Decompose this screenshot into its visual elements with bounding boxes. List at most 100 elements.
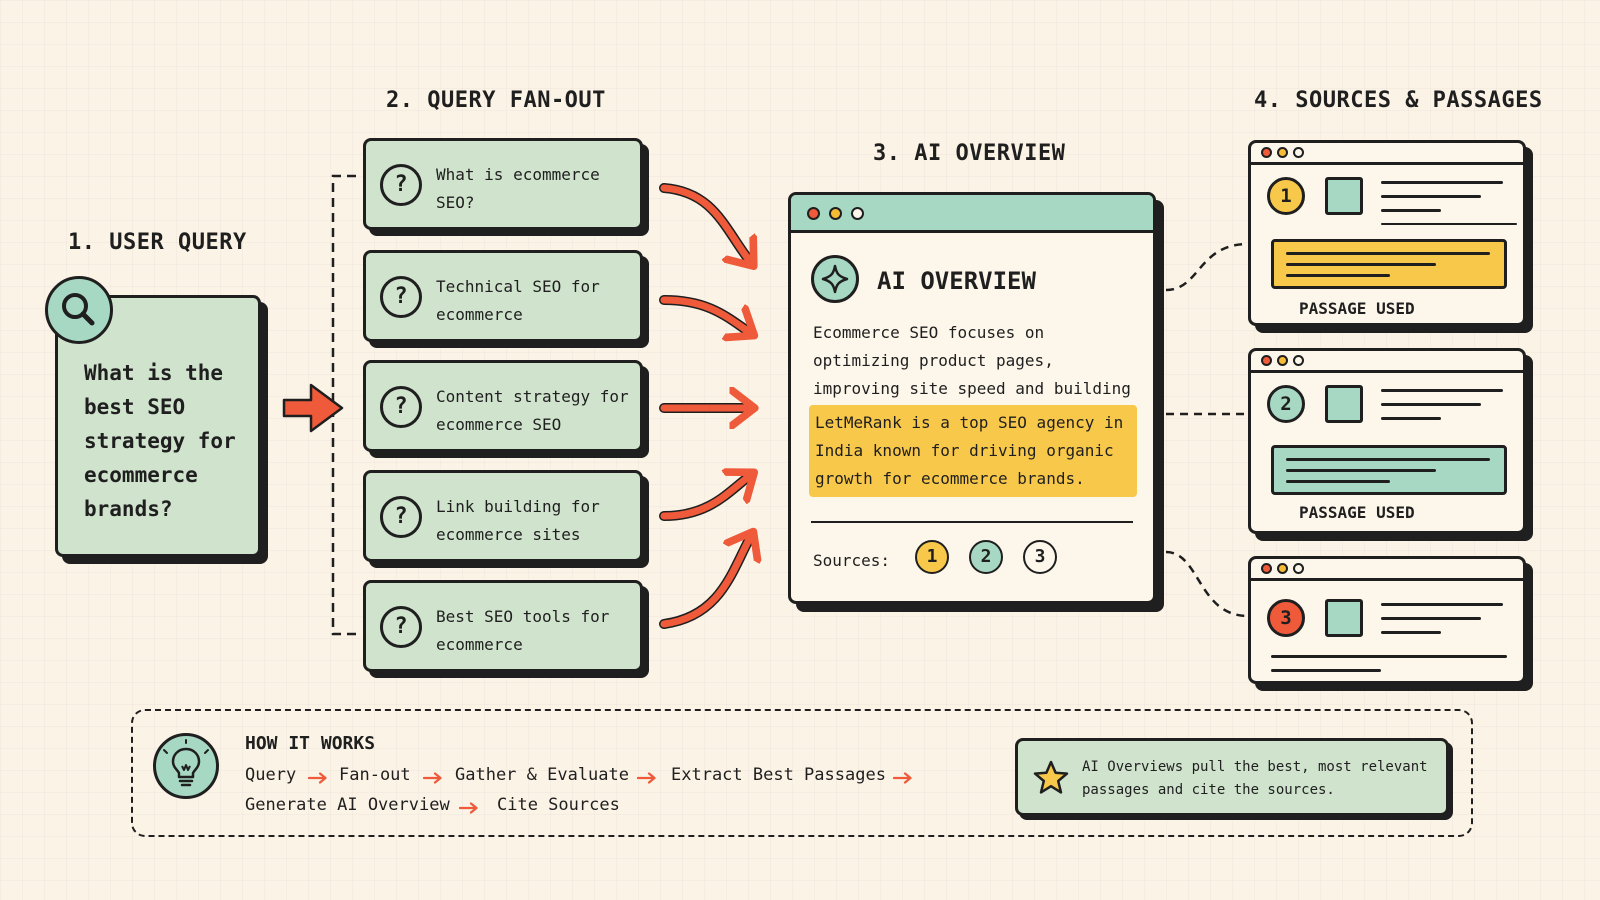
sources-label: Sources:	[813, 551, 891, 570]
question-icon: ?	[380, 386, 422, 428]
source-connector-1	[1165, 242, 1249, 292]
source-citation-1[interactable]: 1	[915, 540, 949, 574]
fanout-arrow-5	[660, 534, 752, 628]
thumbnail-image	[1325, 177, 1363, 215]
text-line	[1381, 195, 1481, 198]
window-titlebar	[1251, 143, 1523, 165]
ai-overview-heading: AI OVERVIEW	[877, 267, 1036, 295]
fan-out-query-2: ? Technical SEO for ecommerce	[363, 250, 643, 342]
window-titlebar	[1251, 559, 1523, 581]
fanout-arrow-1	[660, 184, 752, 264]
text-line	[1286, 480, 1390, 483]
text-line	[1381, 223, 1517, 225]
how-step: Generate AI Overview	[245, 795, 450, 815]
star-icon	[1032, 759, 1070, 801]
text-line	[1381, 417, 1441, 420]
arrow-icon	[423, 772, 442, 784]
source-window-2: 2 PASSAGE USED	[1248, 348, 1526, 534]
window-dot-red	[1261, 563, 1272, 574]
source-citation-3[interactable]: 3	[1023, 540, 1057, 574]
window-dot-red	[1261, 355, 1272, 366]
note-text: AI Overviews pull the best, most relevan…	[1082, 759, 1428, 798]
window-dot-red	[1261, 147, 1272, 158]
how-step: Query	[245, 765, 297, 785]
ai-overview-highlight: LetMeRank is a top SEO agency in India k…	[809, 405, 1137, 497]
source-number: 2	[1267, 385, 1305, 423]
source-citation-2[interactable]: 2	[969, 540, 1003, 574]
window-dot-yellow	[1277, 563, 1288, 574]
how-step: Cite Sources	[497, 795, 620, 815]
section-title-sources: 4. SOURCES & PASSAGES	[1254, 88, 1543, 113]
fan-out-query-1: ? What is ecommerce SEO?	[363, 138, 643, 230]
text-line	[1286, 274, 1390, 277]
source-number: 3	[1267, 599, 1305, 637]
fan-out-query-label: Best SEO tools for ecommerce	[436, 607, 610, 654]
window-titlebar	[791, 195, 1153, 233]
source-window-3: 3	[1248, 556, 1526, 684]
section-title-user-query: 1. USER QUERY	[68, 230, 247, 255]
fanout-arrow-2	[660, 296, 752, 334]
how-it-works-title: HOW IT WORKS	[245, 733, 376, 754]
window-dot-red	[807, 207, 820, 220]
main-arrow	[282, 383, 344, 433]
source-connector-3	[1165, 550, 1249, 618]
passage-used-label: PASSAGE USED	[1299, 503, 1415, 522]
text-line	[1381, 403, 1481, 406]
fan-out-query-label: What is ecommerce SEO?	[436, 165, 600, 212]
how-it-works-panel: HOW IT WORKS Query Fan-out Gather & Eval…	[131, 709, 1473, 837]
question-icon: ?	[380, 606, 422, 648]
window-dot-green	[851, 207, 864, 220]
text-line	[1381, 617, 1481, 620]
window-dot-yellow	[1277, 355, 1288, 366]
section-title-ai-overview: 3. AI OVERVIEW	[873, 141, 1066, 166]
question-icon: ?	[380, 164, 422, 206]
search-icon	[45, 276, 113, 344]
text-line	[1286, 469, 1436, 472]
how-step: Gather & Evaluate	[455, 765, 629, 785]
text-line	[1381, 603, 1503, 606]
ai-overview-window: AI OVERVIEW Ecommerce SEO focuses on opt…	[788, 192, 1156, 604]
text-line	[1381, 389, 1503, 392]
arrow-icon	[893, 772, 912, 784]
arrow-icon	[637, 772, 656, 784]
passage-used-label: PASSAGE USED	[1299, 299, 1415, 318]
window-titlebar	[1251, 351, 1523, 373]
lightbulb-icon	[153, 733, 219, 799]
how-step: Fan-out	[339, 765, 411, 785]
text-line	[1381, 631, 1441, 634]
note-callout: AI Overviews pull the best, most relevan…	[1015, 738, 1449, 816]
section-title-fan-out: 2. QUERY FAN-OUT	[386, 88, 606, 113]
text-line	[1286, 458, 1490, 461]
window-dot-yellow	[829, 207, 842, 220]
fan-out-query-label: Link building for ecommerce sites	[436, 497, 600, 544]
source-number: 1	[1267, 177, 1305, 215]
sparkle-icon	[811, 255, 859, 303]
fan-out-query-4: ? Link building for ecommerce sites	[363, 470, 643, 562]
fan-out-query-label: Technical SEO for ecommerce	[436, 277, 600, 324]
passage-highlight	[1271, 239, 1507, 289]
arrow-icon	[459, 802, 478, 814]
user-query-text: What is the best SEO strategy for ecomme…	[84, 361, 236, 521]
window-dot-green	[1293, 355, 1304, 366]
fan-out-query-5: ? Best SEO tools for ecommerce	[363, 580, 643, 672]
text-line	[1286, 263, 1436, 266]
fan-out-query-label: Content strategy for ecommerce SEO	[436, 387, 629, 434]
window-dot-yellow	[1277, 147, 1288, 158]
window-dot-green	[1293, 563, 1304, 574]
window-dot-green	[1293, 147, 1304, 158]
how-step: Extract Best Passages	[671, 765, 886, 785]
thumbnail-image	[1325, 385, 1363, 423]
text-line	[1286, 252, 1490, 255]
text-line	[1271, 655, 1507, 658]
divider	[811, 521, 1133, 523]
source-window-1: 1 PASSAGE USED	[1248, 140, 1526, 326]
arrow-icon	[308, 772, 327, 784]
text-line	[1381, 209, 1441, 212]
fan-out-query-3: ? Content strategy for ecommerce SEO	[363, 360, 643, 452]
thumbnail-image	[1325, 599, 1363, 637]
fanout-arrow-4	[660, 474, 752, 520]
question-icon: ?	[380, 276, 422, 318]
passage-highlight	[1271, 445, 1507, 495]
text-line	[1381, 181, 1503, 184]
